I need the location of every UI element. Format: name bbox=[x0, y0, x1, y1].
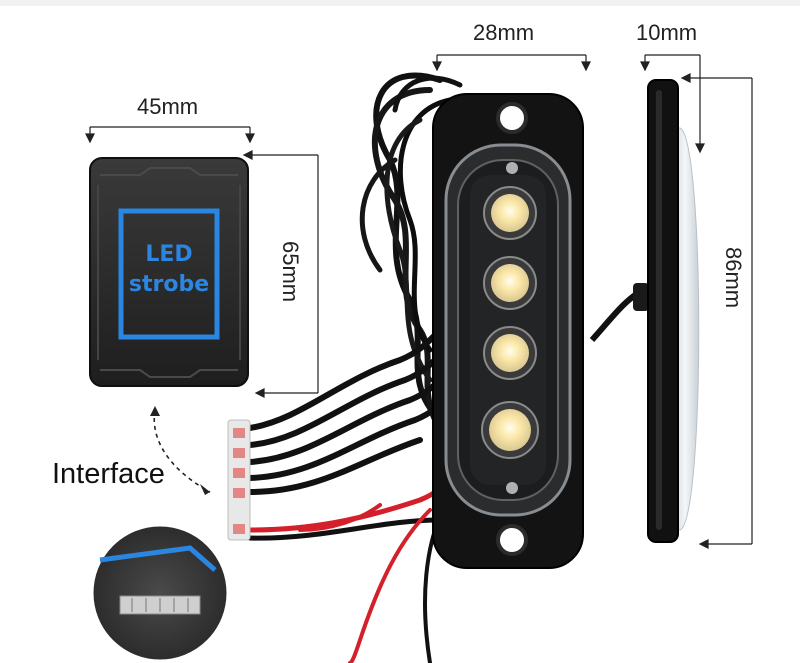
strobe-light-side bbox=[589, 79, 700, 543]
connector-block bbox=[227, 419, 251, 541]
dimension-label-10mm: 10mm bbox=[636, 20, 698, 45]
mount-hole-bottom bbox=[496, 524, 528, 556]
connector-zoom-inset bbox=[90, 523, 230, 663]
controller-label-line1: LED bbox=[145, 242, 193, 267]
dimension-label-45mm: 45mm bbox=[137, 94, 199, 119]
controller-accent-frame bbox=[118, 208, 220, 340]
interface-label: Interface bbox=[52, 458, 165, 490]
strobe-light-front bbox=[432, 93, 584, 569]
controller-box bbox=[89, 157, 249, 387]
top-strip bbox=[0, 0, 800, 6]
dimension-label-65mm: 65mm bbox=[278, 241, 303, 303]
mount-hole-top bbox=[496, 102, 528, 134]
dashed-arrow-head bbox=[200, 484, 210, 495]
controller-label: LED strobe bbox=[121, 240, 217, 300]
led-array bbox=[481, 186, 539, 459]
wire-bundle bbox=[359, 72, 463, 443]
dimension-label-86mm: 86mm bbox=[721, 247, 746, 309]
dimension-label-28mm: 28mm bbox=[473, 20, 535, 45]
dimension-lines bbox=[85, 54, 753, 549]
controller-label-line2: strobe bbox=[128, 272, 210, 297]
dashed-arrow bbox=[153, 409, 211, 493]
